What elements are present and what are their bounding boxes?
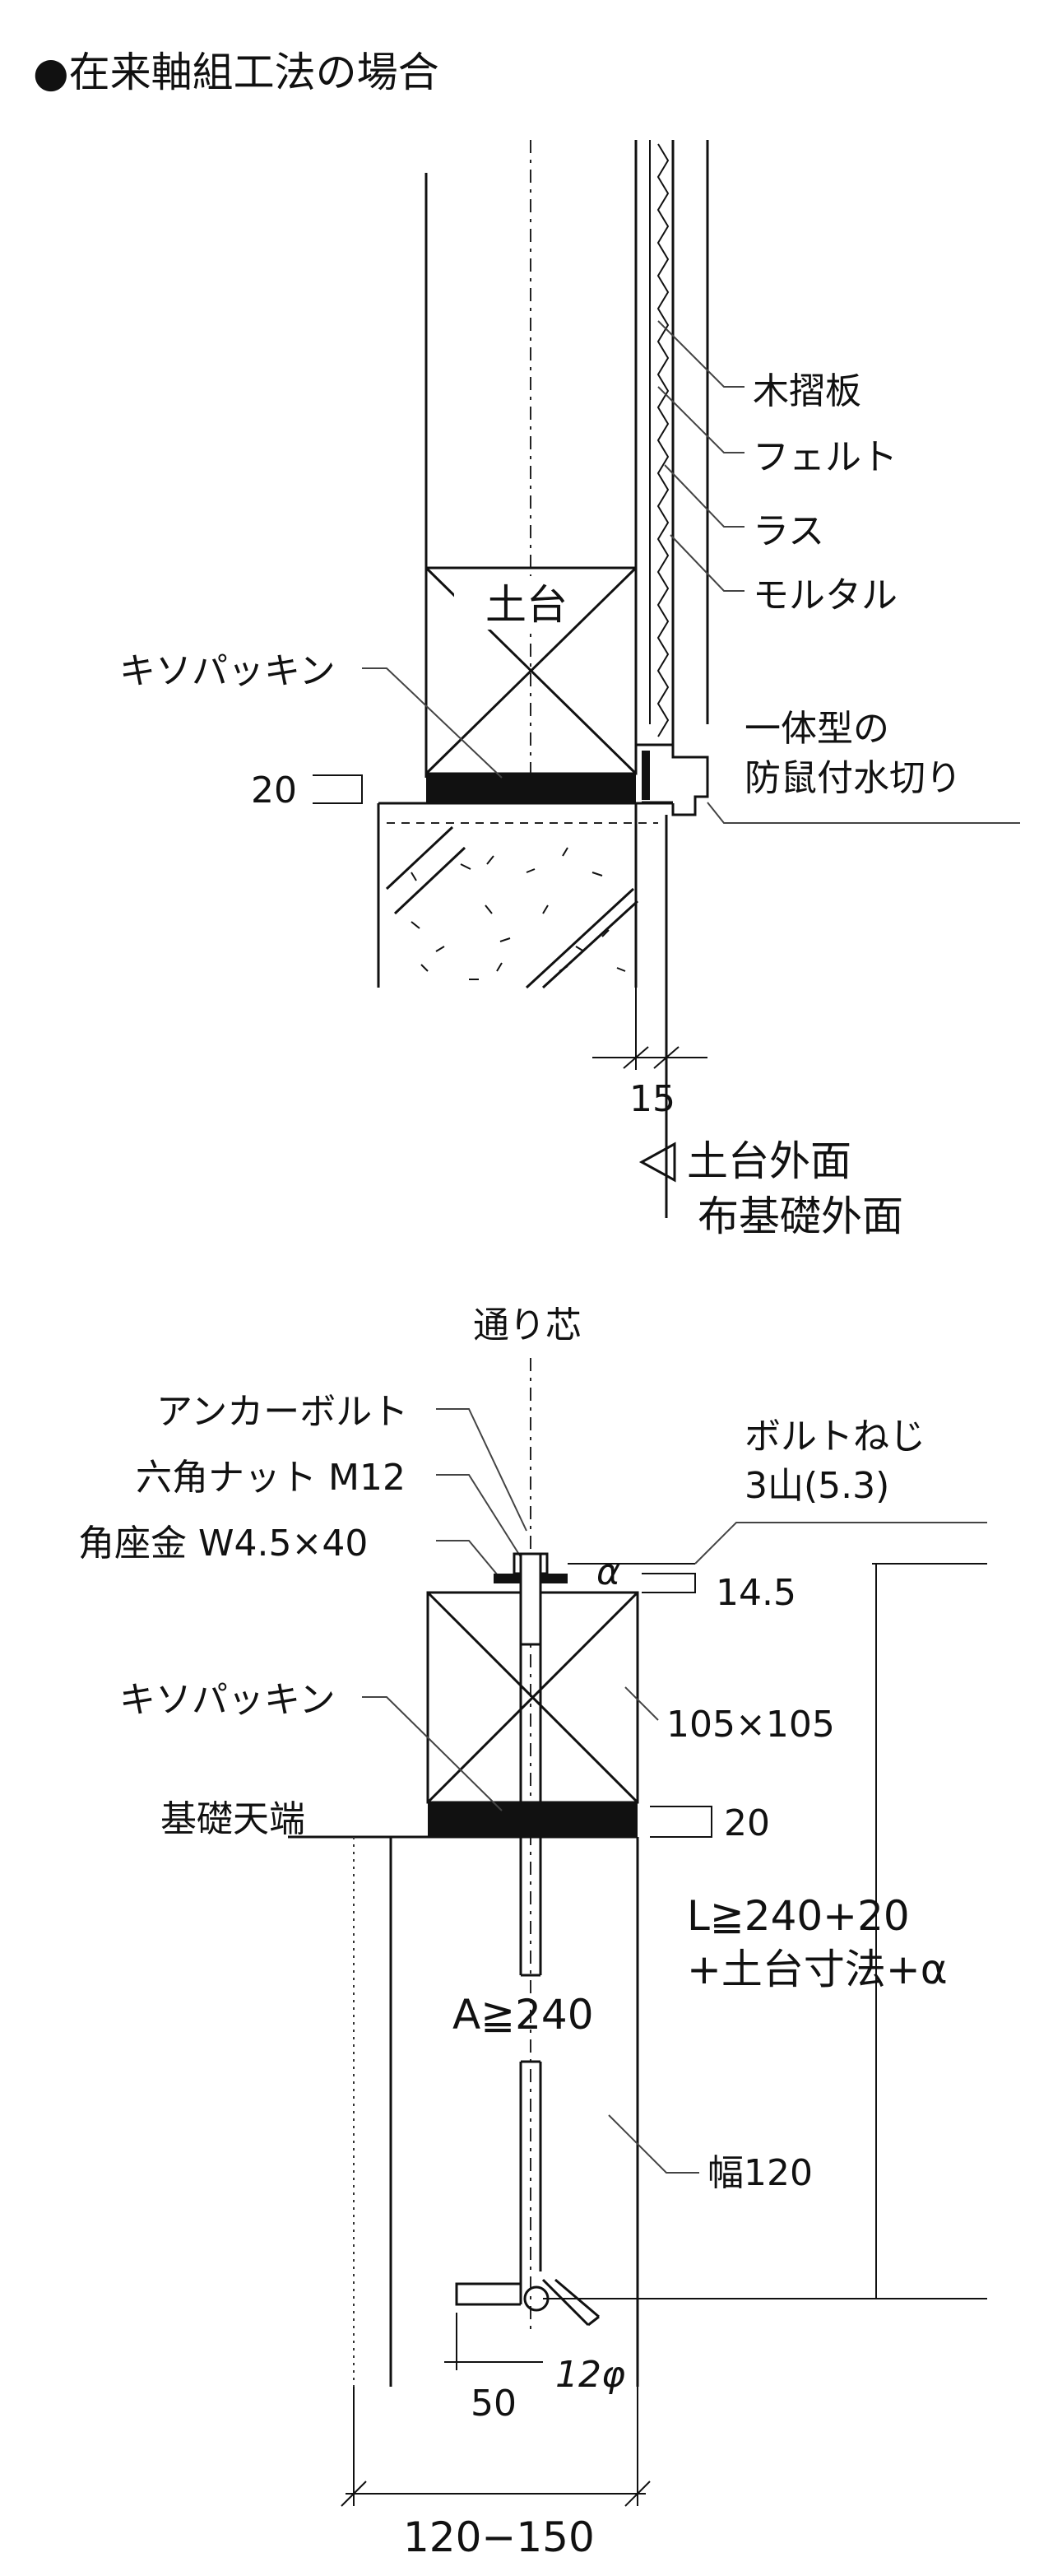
page-title: ●在来軸組工法の場合 [33,49,439,96]
diameter-label: 12φ [555,2354,625,2396]
hatch-2 [393,846,466,915]
kiso-packing-leader [362,1696,503,1811]
dim-20-bracket [313,774,363,804]
hex-nut-leader [436,1474,523,1560]
concrete-speckle [411,847,626,980]
kizuri-ita-leader [657,320,745,388]
kiso-packing-leader [362,667,503,779]
kiso-packing-band [428,1802,638,1837]
thread-leader [694,1522,987,1565]
top-section-detail: 土台 20 キソパッキン 木摺板 フェルト ラス [119,140,1020,1240]
lath-label: ラス [753,510,824,552]
hex-nut-label: 六角ナット M12 [136,1457,406,1499]
dim-15-tick-left [623,1046,649,1069]
reference-label-line2: 布基礎外面 [698,1193,903,1240]
dodai-cross-2 [426,1591,639,1804]
dim-50-label: 50 [471,2383,517,2425]
dim-15-tick-right [653,1046,680,1069]
dim-14-5-bracket [642,1573,696,1593]
thread-label-line2: 3山(5.3) [745,1465,889,1507]
anchor-bolt-hook [455,2282,521,2306]
dim-range-label: 120−150 [403,2513,595,2561]
anchor-bolt-shaft-upper [519,1644,542,1977]
dodai-label: 土台 [485,581,568,629]
hatch-4 [541,900,639,989]
hatch-1 [385,825,454,890]
size-leader [624,1686,659,1721]
bottom-section-detail: 通り芯 アンカーボルト 六角ナット M12 角座金 W4.5×40 キソパッキン [78,1304,987,2561]
length-label-line2: +土台寸法+α [687,1946,948,1993]
size-label: 105×105 [666,1704,835,1746]
washer-label: 角座金 W4.5×40 [78,1523,368,1565]
kiso-packing-band [426,774,636,803]
dim-range-tick-right [624,2481,651,2507]
dim-range-tick-left [341,2481,367,2507]
thread-label-line1: ボルトねじ [745,1416,925,1458]
dim-20-label: 20 [251,770,297,811]
mizukiri-label-line2: 防鼠付水切り [745,757,962,799]
dodai-label-bg [454,576,569,630]
kiso-packing-label: キソパッキン [119,1679,336,1721]
anchor-bolt-leader [436,1408,527,1532]
felt-leader [657,386,745,453]
mortar-leader [670,534,745,592]
kiso-tenba-label: 基礎天端 [160,1798,305,1840]
anchor-bolt-label: アンカーボルト [156,1391,408,1433]
anchor-bolt-tail [541,2278,600,2327]
center-line-label: 通り芯 [473,1304,582,1346]
embed-label: A≧240 [452,1991,594,2039]
reference-triangle-icon [638,1142,676,1183]
width-label: 幅120 [707,2152,813,2194]
dim-20-bracket [650,1806,712,1838]
mizukiri-leader [707,802,1020,824]
length-label-line1: L≧240+20 [687,1892,910,1940]
dim-15-label: 15 [629,1078,675,1120]
felt-label: フェルト [753,436,898,478]
mortar-label: モルタル [753,574,898,616]
mizukiri-flashing [636,743,709,816]
dim-14-5-label: 14.5 [716,1572,796,1614]
width-leader [608,2114,699,2174]
kiso-packing-label: キソパッキン [119,650,336,692]
lath-leader [664,464,745,528]
kizuri-ita-label: 木摺板 [753,370,861,412]
alpha-label: α [596,1551,620,1593]
anchor-bolt-top [519,1552,542,1646]
mizukiri-label-line1: 一体型の [745,708,889,750]
mortar-layer [656,143,670,737]
dim-20-label: 20 [724,1802,770,1844]
reference-label-line1: 土台外面 [687,1137,851,1185]
anchor-bolt-shaft-lower [519,2060,542,2304]
mizukiri-clip [642,751,650,800]
washer-leader [436,1540,503,1581]
hatch-3 [525,887,635,989]
